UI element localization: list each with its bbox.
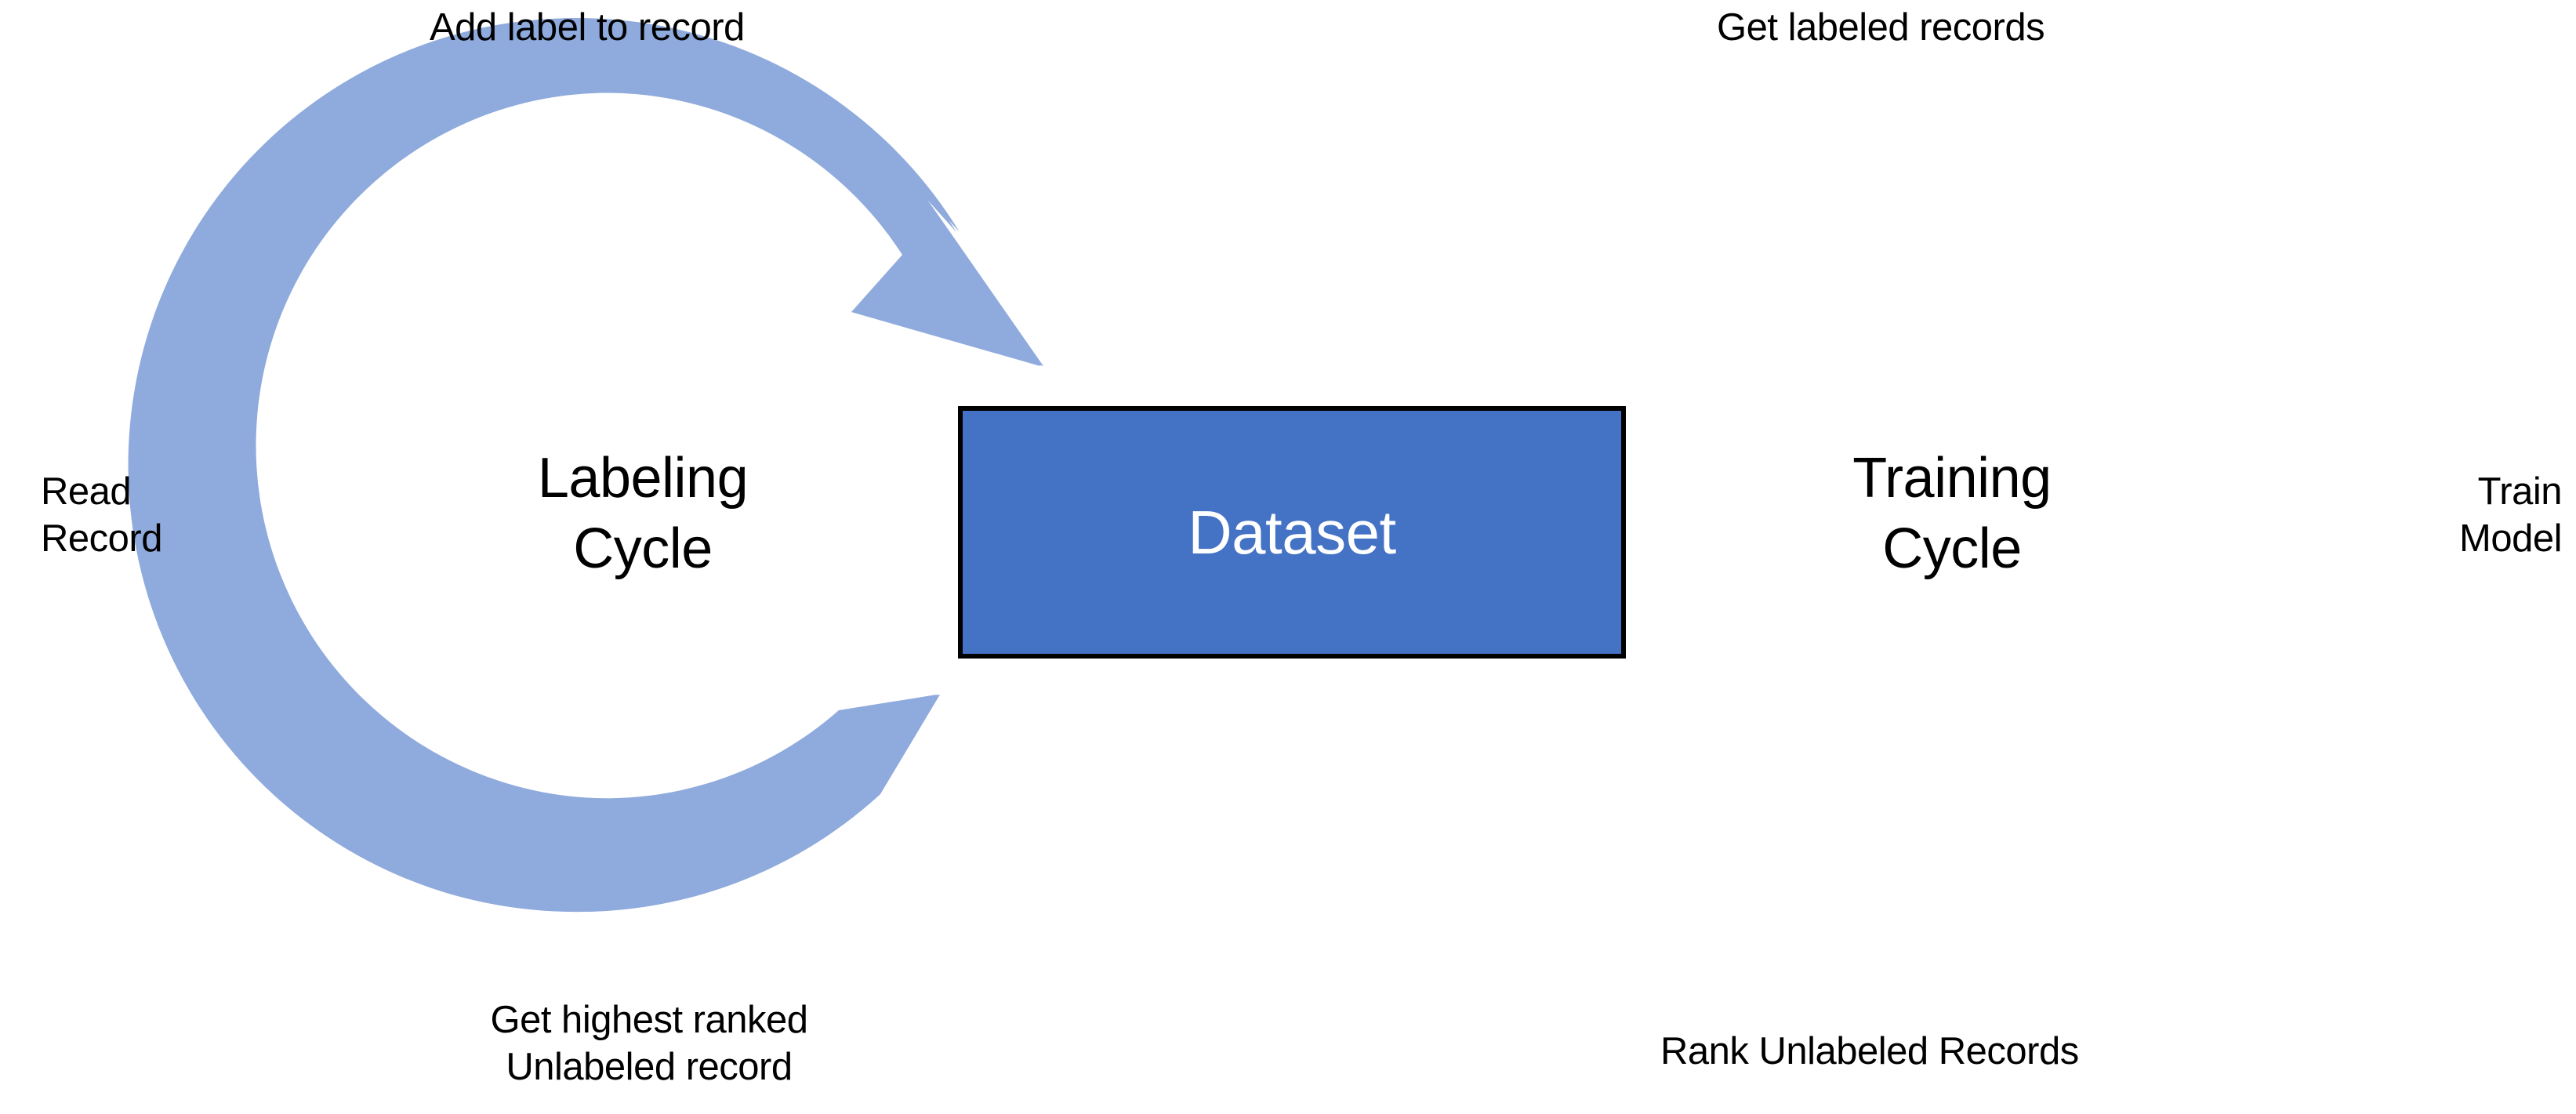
edge-label-rank-unlabeled-records: Rank Unlabeled Records [1660, 1030, 2079, 1072]
edge-label-train-model: Train Model [2459, 470, 2562, 560]
edge-label-get-labeled-records: Get labeled records [1717, 6, 2045, 49]
edge-label-add-label-to-record: Add label to record [430, 6, 745, 49]
training-cycle-title: Training Cycle [1852, 447, 2052, 580]
edge-label-read-record: Read Record [41, 470, 162, 560]
dataset-node: Dataset [958, 406, 1626, 659]
edge-label-get-highest-ranked-unlabeled-record: Get highest ranked Unlabeled record [490, 999, 808, 1088]
labeling-cycle-title: Labeling Cycle [537, 447, 749, 580]
dataset-node-label: Dataset [1188, 497, 1396, 567]
